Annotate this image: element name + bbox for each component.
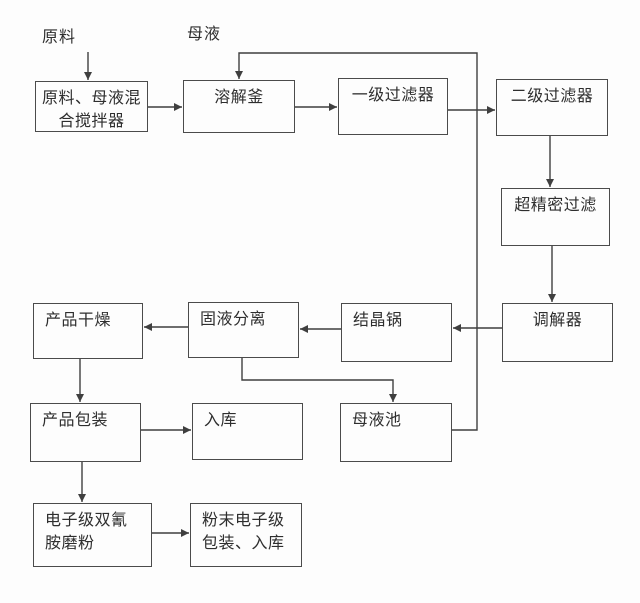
node-crystallization-pot: 结晶锅 (341, 303, 452, 362)
node-mother-liquor-pool: 母液池 (340, 403, 452, 462)
node-solid-liquid-separation: 固液分离 (188, 302, 299, 358)
node-powder-electronic-grade-packing-warehousing: 粉末电子级 包装、入库 (190, 503, 302, 567)
connector-separator-to-pool (241, 358, 397, 402)
label-raw-material: 原料 (42, 29, 77, 46)
node-regulator: 调解器 (502, 303, 613, 362)
node-first-stage-filter: 一级过滤器 (338, 78, 448, 135)
node-product-packaging: 产品包装 (30, 403, 141, 462)
connector-pool-recycle-to-dissolver (235, 52, 478, 431)
node-second-stage-filter: 二级过滤器 (496, 79, 608, 136)
node-electronic-grade-dicyandiamide-grinding: 电子级双氰 胺磨粉 (33, 503, 152, 567)
label-mother-liquor: 母液 (187, 26, 222, 43)
node-ultra-precision-filter: 超精密过滤 (501, 188, 610, 246)
node-dissolving-kettle: 溶解釜 (183, 80, 295, 133)
node-product-drying: 产品干燥 (33, 303, 143, 359)
node-raw-material-mother-liquor-mixer: 原料、母液混 合搅拌器 (35, 81, 148, 132)
node-warehousing: 入库 (192, 403, 303, 460)
